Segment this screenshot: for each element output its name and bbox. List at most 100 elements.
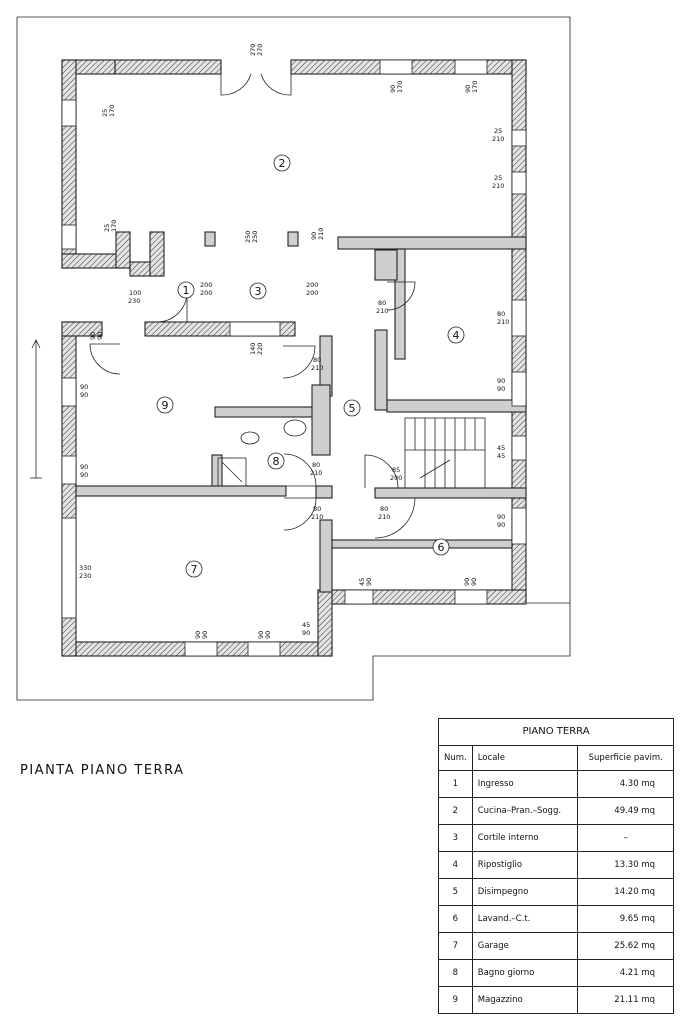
dim-d8-h: 250 (251, 231, 259, 243)
dim-d22-w: 80 (312, 461, 320, 469)
dim-d9-w: 90 (310, 232, 318, 240)
room-number-4: 4 (453, 329, 460, 342)
dim-d21-w: 90 (497, 377, 505, 385)
dim-d5-h: 210 (492, 135, 504, 143)
dim-d13-h: 210 (376, 307, 388, 315)
dim-d17-h: 210 (497, 318, 509, 326)
dim-d6-w: 25 (494, 174, 502, 182)
room-number-5: 5 (349, 402, 356, 415)
dim-d27-h: 230 (79, 572, 91, 580)
row-locale: Cucina–Pran.–Sogg. (471, 797, 579, 825)
row-locale: Ripostiglio (471, 851, 579, 879)
dim-d30-h: 90 (201, 631, 209, 639)
dim-d26-h: 90 (497, 521, 505, 529)
dim-d32-h: 90 (302, 629, 310, 637)
header-superficie: Superficie pavim. (577, 745, 674, 771)
dim-d4-h: 170 (471, 81, 479, 93)
row-num: 6 (438, 905, 473, 933)
dim-d13-w: 80 (378, 299, 386, 307)
room-number-3: 3 (255, 285, 262, 298)
dim-d24-h: 210 (311, 513, 323, 521)
outer-walls (61, 59, 527, 657)
row-num: 7 (438, 932, 473, 960)
staircase (404, 417, 486, 489)
row-superficie: 13.30 mq (577, 851, 674, 879)
room-schedule-table: PIANO TERRA Num. Locale Superficie pavim… (438, 718, 674, 1014)
row-superficie: – (577, 824, 674, 852)
dim-d9-h: 210 (317, 228, 325, 240)
dim-d27-w: 330 (79, 564, 91, 572)
dim-d21-h: 90 (497, 385, 505, 393)
dim-d18-h: 90 (80, 391, 88, 399)
row-locale: Cortile interno (471, 824, 579, 852)
dim-d19-w: 90 (80, 463, 88, 471)
room-number-9: 9 (162, 399, 169, 412)
row-superficie: 14.20 mq (577, 878, 674, 906)
header-locale: Locale (471, 745, 579, 771)
row-locale: Magazzino (471, 986, 579, 1014)
dim-d28-w: 45 (358, 578, 366, 586)
dim-d14-w: 90 (89, 332, 97, 340)
room-number-2: 2 (279, 157, 286, 170)
dim-d14-h: 90 (96, 332, 104, 340)
dim-d1-w: 270 (249, 44, 257, 56)
row-num: 9 (438, 986, 473, 1014)
dim-d11-h: 200 (200, 289, 212, 297)
room-labels: 1 2 3 4 5 6 7 8 9 (156, 154, 465, 578)
dim-d22-h: 210 (310, 469, 322, 477)
row-num: 3 (438, 824, 473, 852)
dim-d17-w: 80 (497, 310, 505, 318)
row-locale: Disimpegno (471, 878, 579, 906)
dim-d15-h: 210 (311, 364, 323, 372)
dim-d2-h: 170 (108, 105, 116, 117)
room-number-6: 6 (438, 541, 445, 554)
row-superficie: 21.11 mq (577, 986, 674, 1014)
dim-d4-w: 90 (464, 85, 472, 93)
dim-d23-h: 200 (390, 474, 402, 482)
room-number-8: 8 (273, 455, 280, 468)
internal-walls (75, 231, 527, 593)
row-locale: Bagno giorno (471, 959, 579, 987)
row-superficie: 49.49 mq (577, 797, 674, 825)
dim-d28-h: 90 (365, 578, 373, 586)
dim-d20-w: 45 (497, 444, 505, 452)
dim-d31-w: 90 (257, 631, 265, 639)
dim-d7-w: 25 (103, 224, 111, 232)
dim-d5-w: 25 (494, 127, 502, 135)
dim-d10-h: 230 (128, 297, 140, 305)
dim-d30-w: 90 (194, 631, 202, 639)
dim-d29-w: 90 (463, 578, 471, 586)
schedule-title: PIANO TERRA (438, 718, 674, 745)
site-outline (16, 16, 571, 701)
dim-d23-w: 85 (392, 466, 400, 474)
plan-title: PIANTA PIANO TERRA (20, 763, 185, 778)
dim-d8-w: 250 (244, 231, 252, 243)
dim-d19-h: 90 (80, 471, 88, 479)
dim-d12-w: 200 (306, 281, 318, 289)
schedule-header-row: Num. Locale Superficie pavim. (438, 745, 674, 771)
windows (61, 59, 527, 657)
dim-d32-w: 45 (302, 621, 310, 629)
doors (89, 73, 416, 539)
header-num: Num. (438, 745, 473, 771)
row-superficie: 4.21 mq (577, 959, 674, 987)
dim-d16-h: 220 (256, 343, 264, 355)
dim-d12-h: 200 (306, 289, 318, 297)
dim-d20-h: 45 (497, 452, 505, 460)
dim-d26-w: 90 (497, 513, 505, 521)
dim-d7-h: 170 (110, 220, 118, 232)
row-num: 4 (438, 851, 473, 879)
row-superficie: 9.65 mq (577, 905, 674, 933)
dim-d31-h: 90 (264, 631, 272, 639)
room-number-7: 7 (191, 563, 198, 576)
dim-d10-w: 100 (129, 289, 141, 297)
